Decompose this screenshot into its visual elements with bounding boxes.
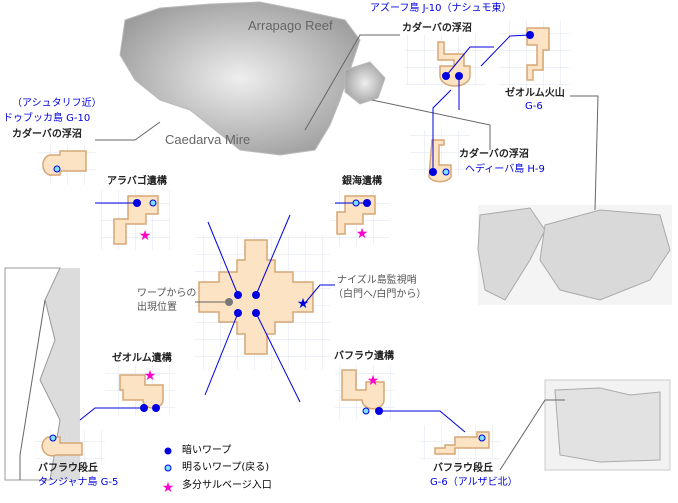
kadaba-left-name: カダーバの浮沼 <box>12 129 82 140</box>
kadaba-top-location: アズーフ島 J-10（ナシュモ東） <box>370 3 512 14</box>
kadaba-top-name: カダーバの浮沼 <box>402 23 472 34</box>
bafrau-left-location: タンジャナ島 G-5 <box>38 477 119 488</box>
bafrau-right-name: バフラウ段丘 <box>433 463 493 474</box>
kadaba-left-note: （アシュタリフ近） <box>12 98 102 109</box>
zeorumu-volcano-name: ゼオルム火山 <box>505 88 565 99</box>
kadaba-left-location: ドゥブッカ島 G-10 <box>3 113 91 124</box>
svg-text:★: ★ <box>367 373 380 389</box>
ginkai-name: 銀海遺構 <box>342 176 382 187</box>
svg-text:★: ★ <box>356 226 369 242</box>
bottom-right-map <box>544 379 671 471</box>
svg-text:★: ★ <box>297 296 310 312</box>
overview-map <box>119 1 386 156</box>
label-caedarva-mire: Caedarva Mire <box>165 132 251 147</box>
salvage-stars: ★ ★ ★ ★ ★ ★ <box>139 226 380 496</box>
room-kadaba-left <box>42 150 87 176</box>
right-world-map <box>477 205 672 305</box>
leader-lines <box>19 34 599 480</box>
bafrau-left-name: バフラウ段丘 <box>38 463 98 474</box>
bafrau-ruins-name: バフラウ遺構 <box>334 351 394 362</box>
bafrau-right-location: G-6（アルザビ北） <box>430 477 518 488</box>
spawn-point <box>225 298 233 306</box>
svg-text:★: ★ <box>139 228 152 244</box>
room-bafrau-right <box>434 431 490 455</box>
svg-text:★: ★ <box>144 368 157 384</box>
room-bafrau-left <box>41 436 83 457</box>
outpost-label-2: （白門へ/白門から） <box>333 289 427 300</box>
dark-warps <box>133 31 534 455</box>
outpost-label-1: ナイズル島監視哨 <box>337 275 417 286</box>
spawn-label-1: ワープからの <box>137 288 197 299</box>
legend-salvage-entrance: 多分サルベージ入口 <box>182 480 272 491</box>
bright-warps <box>49 165 486 472</box>
label-arrapago-reef: Arrapago Reef <box>248 18 333 33</box>
zeorumu-volcano-grid: G-6 <box>525 101 543 112</box>
room-zeorumu-volcano <box>526 27 550 81</box>
room-alabago <box>113 195 159 245</box>
warp-links <box>79 34 531 433</box>
legend-dark-warp: 暗いワープ <box>182 445 232 456</box>
svg-text:★: ★ <box>162 480 175 496</box>
kadaba-hediba-name: カダーバの浮沼 <box>459 149 529 160</box>
alabago-name: アラバゴ遺構 <box>107 176 167 187</box>
spawn-label-2: 出現位置 <box>137 302 177 313</box>
legend-bright-warp: 明るいワープ(戻る) <box>182 462 270 473</box>
zeorumu-ruins-name: ゼオルム遺構 <box>112 353 172 364</box>
kadaba-hediba-location: ヘディーバ島 H-9 <box>465 164 545 175</box>
